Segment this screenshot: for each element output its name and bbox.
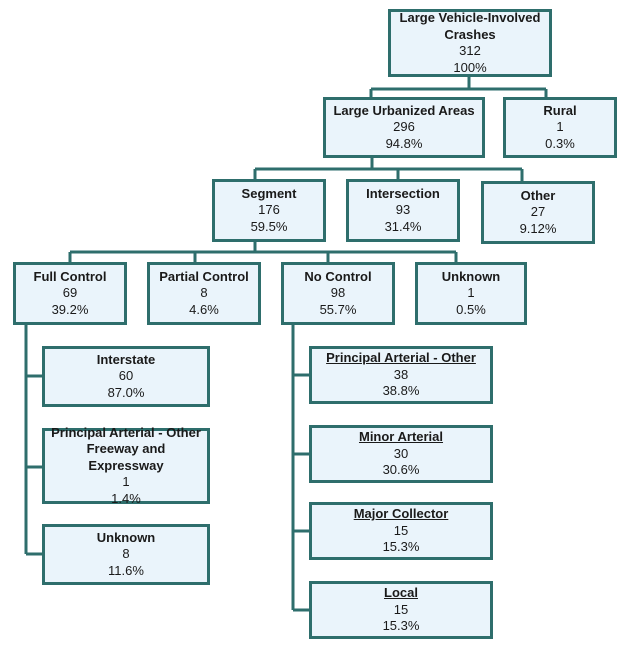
node-count: 1 <box>556 119 564 135</box>
node-rural: Rural 1 0.3% <box>503 97 617 158</box>
node-percent: 94.8% <box>385 135 423 151</box>
node-count: 60 <box>118 368 134 384</box>
node-interstate: Interstate 60 87.0% <box>42 346 210 407</box>
node-title: Local <box>384 585 418 601</box>
node-major-collector: Major Collector 15 15.3% <box>309 502 493 560</box>
connector-segment-children <box>68 242 458 262</box>
node-count: 38 <box>393 366 409 382</box>
connector-urban-children <box>253 158 524 181</box>
node-title: Intersection <box>366 185 440 201</box>
node-title: Segment <box>241 185 297 201</box>
node-title: Rural <box>543 102 577 118</box>
node-title: Large Vehicle-Involved Crashes <box>399 10 541 42</box>
node-count: 15 <box>393 601 409 617</box>
node-count: 93 <box>395 202 411 218</box>
node-percent: 55.7% <box>319 301 357 317</box>
node-title: Minor Arterial <box>358 429 444 445</box>
node-percent: 87.0% <box>107 384 145 400</box>
node-local: Local 15 15.3% <box>309 581 493 639</box>
node-count: 1 <box>467 285 475 301</box>
node-segment: Segment 176 59.5% <box>212 179 326 242</box>
node-percent: 0.3% <box>545 135 575 151</box>
node-principal-arterial-other-freeway: Principal Arterial - Other Freeway and E… <box>42 424 210 506</box>
node-title: Unknown <box>441 268 501 284</box>
node-principal-arterial-other: Principal Arterial - Other 38 38.8% <box>309 346 493 404</box>
node-title: Large Urbanized Areas <box>333 102 475 118</box>
node-count: 98 <box>330 285 346 301</box>
node-count: 1 <box>122 474 130 490</box>
node-unknown-full-control: Unknown 8 11.6% <box>42 524 210 585</box>
node-count: 8 <box>122 546 130 562</box>
node-count: 15 <box>393 522 409 538</box>
node-percent: 30.6% <box>382 462 420 478</box>
node-count: 176 <box>258 202 280 218</box>
connector-nocontrol-children <box>291 325 309 612</box>
node-no-control: No Control 98 55.7% <box>281 262 395 325</box>
node-large-urbanized-areas: Large Urbanized Areas 296 94.8% <box>323 97 485 158</box>
node-percent: 4.6% <box>189 301 219 317</box>
node-percent: 38.8% <box>382 383 420 399</box>
node-minor-arterial: Minor Arterial 30 30.6% <box>309 425 493 483</box>
node-root: Large Vehicle-Involved Crashes 312 100% <box>388 9 552 77</box>
node-title: Partial Control <box>159 268 249 284</box>
node-count: 30 <box>393 445 409 461</box>
node-percent: 15.3% <box>382 539 420 555</box>
node-title: Full Control <box>33 268 107 284</box>
node-count: 69 <box>62 285 78 301</box>
node-title: Interstate <box>96 351 156 367</box>
node-partial-control: Partial Control 8 4.6% <box>147 262 261 325</box>
connector-root-children <box>369 77 548 97</box>
node-count: 312 <box>459 43 481 58</box>
node-intersection: Intersection 93 31.4% <box>346 179 460 242</box>
node-title: Principal Arterial - Other <box>326 350 476 366</box>
node-full-control: Full Control 69 39.2% <box>13 262 127 325</box>
node-title: No Control <box>304 268 372 284</box>
node-title: Major Collector <box>353 506 449 522</box>
node-percent: 100% <box>453 59 487 75</box>
node-percent: 59.5% <box>250 218 288 234</box>
node-count: 27 <box>530 204 546 220</box>
node-percent: 11.6% <box>108 562 144 578</box>
node-title: Other <box>520 187 556 203</box>
node-percent: 15.3% <box>382 618 420 634</box>
connector-full-children <box>24 325 42 556</box>
node-count: 8 <box>200 285 208 301</box>
node-percent: 0.5% <box>456 301 486 317</box>
node-title: Unknown <box>96 529 156 545</box>
node-percent: 31.4% <box>384 218 422 234</box>
node-percent: 9.12% <box>519 220 557 236</box>
node-unknown-control: Unknown 1 0.5% <box>415 262 527 325</box>
node-other: Other 27 9.12% <box>481 181 595 244</box>
node-title: Principal Arterial - Other Freeway and E… <box>51 424 201 473</box>
node-percent: 39.2% <box>51 301 89 317</box>
node-percent: 1.4% <box>111 490 141 506</box>
node-count: 296 <box>393 119 415 135</box>
